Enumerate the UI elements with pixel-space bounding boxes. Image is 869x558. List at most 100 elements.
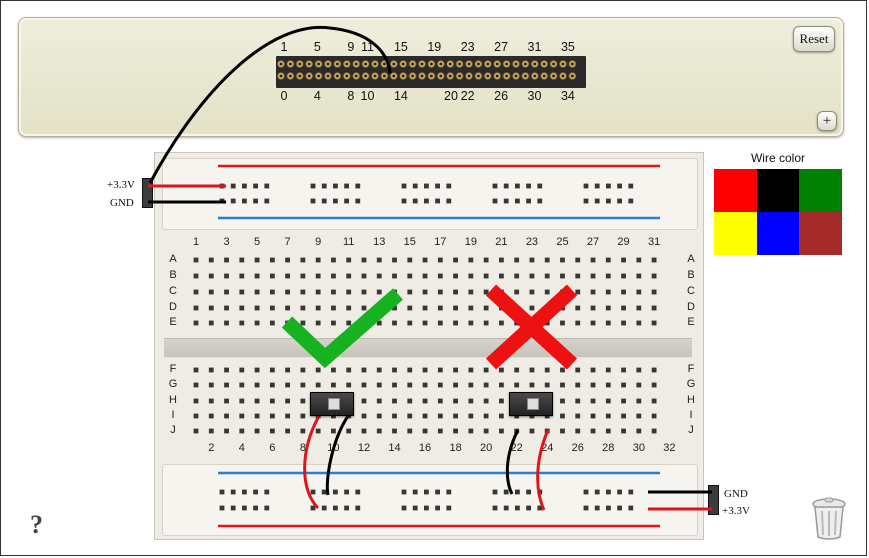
row-letter-left-E: E <box>169 316 177 328</box>
row-letter-left-F: F <box>169 363 177 375</box>
top-power-rail <box>162 158 698 230</box>
left-slide-switch[interactable] <box>310 392 354 416</box>
column-number-top-17: 17 <box>434 236 447 248</box>
row-letter-left-H: H <box>169 394 177 406</box>
wire-color-swatch-black[interactable] <box>756 169 800 212</box>
column-number-top-25: 25 <box>556 236 569 248</box>
row-letter-right-I: I <box>689 409 693 421</box>
reset-button[interactable]: Reset <box>793 26 835 52</box>
pin-label-bottom-4: 4 <box>313 89 321 103</box>
column-number-top-27: 27 <box>586 236 600 248</box>
pin-label-bottom-22: 22 <box>460 89 475 103</box>
column-number-bottom-12: 12 <box>357 442 371 454</box>
column-number-bottom-26: 26 <box>571 442 584 454</box>
pin-label-top-23: 23 <box>460 40 475 54</box>
row-letter-left-G: G <box>168 378 178 390</box>
row-letter-right-D: D <box>687 301 695 313</box>
right-switch-knob[interactable] <box>527 398 539 410</box>
column-number-top-9: 9 <box>315 236 322 248</box>
column-number-top-31: 31 <box>647 236 661 248</box>
column-number-bottom-28: 28 <box>602 442 615 454</box>
column-number-top-29: 29 <box>617 236 630 248</box>
top-gnd-label: GND <box>110 197 134 209</box>
column-number-top-5: 5 <box>254 236 261 248</box>
row-letter-left-D: D <box>169 301 177 313</box>
bottom-power-rail <box>162 464 698 536</box>
row-letter-left-A: A <box>169 253 177 265</box>
wire-color-swatch-brown[interactable] <box>799 212 842 255</box>
column-number-top-3: 3 <box>223 236 230 248</box>
wire-color-swatch-blue[interactable] <box>756 212 800 255</box>
pin-label-bottom-0: 0 <box>280 89 288 103</box>
column-number-top-7: 7 <box>284 236 291 248</box>
row-letter-right-F: F <box>687 363 695 375</box>
column-number-top-19: 19 <box>464 236 477 248</box>
trash-can-icon[interactable] <box>810 497 848 541</box>
pin-label-top-11: 11 <box>361 40 374 54</box>
pin-label-top-31: 31 <box>527 40 542 54</box>
column-number-bottom-32: 32 <box>663 442 676 454</box>
pin-label-top-15: 15 <box>393 40 408 54</box>
row-letter-right-E: E <box>687 316 695 328</box>
wire-color-title: Wire color <box>750 151 805 165</box>
column-number-top-23: 23 <box>525 236 539 248</box>
column-number-bottom-8: 8 <box>299 442 306 454</box>
wire-color-swatch-red[interactable] <box>714 169 757 212</box>
pin-label-bottom-26: 26 <box>494 89 509 103</box>
pin-label-top-35: 35 <box>560 40 575 54</box>
pin-label-bottom-10: 10 <box>360 89 375 103</box>
wire-color-palette <box>714 169 842 255</box>
column-number-bottom-22: 22 <box>510 442 523 454</box>
pin-label-bottom-30: 30 <box>527 89 542 103</box>
row-letter-right-G: G <box>686 378 696 390</box>
row-letter-left-C: C <box>169 285 177 297</box>
row-letter-right-C: C <box>687 285 695 297</box>
bottom-power-connector <box>708 485 719 515</box>
column-number-bottom-18: 18 <box>449 442 462 454</box>
pin-label-top-9: 9 <box>347 40 355 54</box>
column-number-bottom-14: 14 <box>388 442 401 454</box>
wire-color-swatch-green[interactable] <box>799 169 842 212</box>
row-letter-right-J: J <box>688 424 694 436</box>
column-number-bottom-2: 2 <box>208 442 215 454</box>
row-letter-right-B: B <box>687 269 695 281</box>
breadboard <box>154 152 704 540</box>
pin-label-top-27: 27 <box>494 40 509 54</box>
question-mark-icon[interactable]: ? <box>30 510 43 539</box>
column-number-bottom-20: 20 <box>480 442 493 454</box>
pin-label-top-19: 19 <box>427 40 442 54</box>
pin-label-top-1: 1 <box>280 40 288 54</box>
column-number-bottom-30: 30 <box>632 442 645 454</box>
column-number-bottom-6: 6 <box>269 442 276 454</box>
left-switch-knob[interactable] <box>328 398 340 410</box>
bottom-vcc-label: +3.3V <box>722 505 750 517</box>
column-number-bottom-16: 16 <box>418 442 432 454</box>
column-number-top-11: 11 <box>342 236 355 248</box>
pin-label-top-5: 5 <box>313 40 321 54</box>
bottom-gnd-label: GND <box>724 488 748 500</box>
row-letter-left-I: I <box>171 409 175 421</box>
column-number-bottom-24: 24 <box>541 442 554 454</box>
column-number-top-15: 15 <box>403 236 416 248</box>
center-channel <box>164 338 692 358</box>
top-power-connector <box>142 178 153 208</box>
row-letter-right-H: H <box>687 394 695 406</box>
column-number-top-13: 13 <box>373 236 386 248</box>
row-letter-left-J: J <box>170 424 176 436</box>
column-number-top-21: 21 <box>495 236 508 248</box>
wire-color-swatch-yellow[interactable] <box>714 212 757 255</box>
gpio-pin-header <box>276 56 586 88</box>
row-letter-left-B: B <box>169 269 177 281</box>
expand-button[interactable]: + <box>817 111 837 131</box>
column-number-bottom-4: 4 <box>238 442 245 454</box>
pin-label-bottom-14: 14 <box>393 89 408 103</box>
column-number-top-1: 1 <box>192 236 200 248</box>
pin-label-bottom-8: 8 <box>347 89 355 103</box>
right-slide-switch[interactable] <box>509 392 553 416</box>
pin-label-bottom-34: 34 <box>560 89 575 103</box>
pin-label-bottom-20: 20 <box>444 89 458 103</box>
top-vcc-label: +3.3V <box>107 179 135 191</box>
row-letter-right-A: A <box>687 253 695 265</box>
column-number-bottom-10: 10 <box>327 442 340 454</box>
